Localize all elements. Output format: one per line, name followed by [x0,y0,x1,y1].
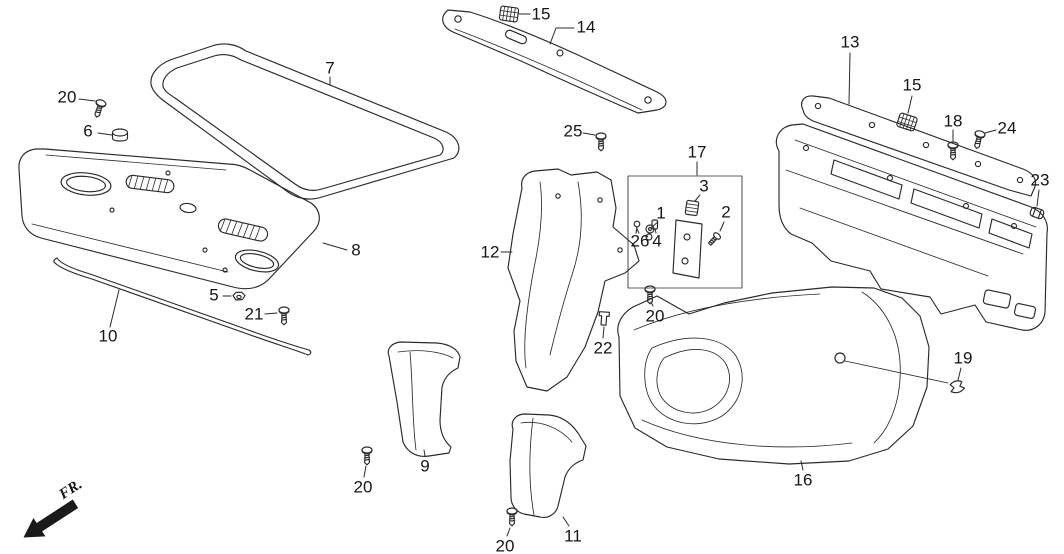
bolt-2-icon [707,232,721,246]
leader-24 [984,129,997,134]
leader-8 [322,242,348,251]
screw-24-icon [970,129,987,151]
nut-5-icon [232,291,246,301]
fr-arrow [23,499,79,538]
screw-20-shelf-icon [91,98,108,120]
part-11-lower-trim [509,413,587,519]
vent-grille-right [217,218,269,242]
damper-3-icon [684,199,700,217]
cap-6-icon [111,128,129,142]
leader-25 [582,132,596,136]
leader-10 [109,289,120,328]
leader-6 [97,132,113,136]
grommet-23-icon [1029,206,1045,220]
clip-15-top-icon [498,5,520,23]
part-10-trim-strip [53,257,312,356]
bracket-17-icon [672,219,703,279]
leader-11 [562,516,570,527]
leader-19 [957,367,962,381]
leader-2 [719,221,725,232]
part-12-side-lining [507,168,640,392]
clip-19-icon [949,380,966,394]
leader-20-side [506,527,511,537]
leader-1 [652,221,659,227]
leader-20-bulkhead [650,301,654,307]
leader-20-pillar [363,465,367,478]
leader-14 [549,27,575,45]
part-8-rear-tray [18,148,320,290]
screw-20-side-icon [506,507,518,527]
leader-23 [1036,189,1040,207]
fr-label: FR. [56,476,85,503]
leader-22 [602,326,605,339]
part-7-weatherstrip-seal [150,43,460,200]
screw-21-icon [278,306,290,326]
clip-22-icon [598,311,610,326]
leader-9 [423,449,426,457]
leader-20-shelf [78,98,96,102]
leader-lines [78,13,1040,537]
part-16-trunk-side-trim [617,286,949,465]
leader-13 [848,52,851,105]
part-13-rear-panel [775,95,1048,331]
bolt-26-icon [633,220,641,234]
part-9-pillar-trim [387,341,461,457]
leader-16 [800,460,804,471]
hardware-kit-box-17 [627,175,743,289]
leader-3 [694,194,701,202]
leader-15-panel [907,95,913,114]
screw-25-icon [595,132,607,152]
leader-4 [654,228,657,234]
leader-26 [636,228,640,234]
washers-1-icon [645,224,655,241]
vent-grille-left [125,174,175,194]
screw-20-pillar-icon [361,446,373,466]
leader-21 [264,312,278,315]
part-14-upper-brace [442,9,667,114]
